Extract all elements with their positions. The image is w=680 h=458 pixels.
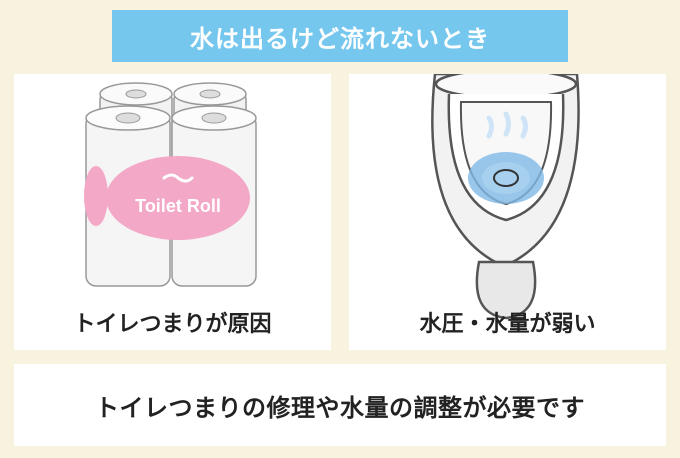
pack-label-text: Toilet Roll xyxy=(135,196,221,216)
title-banner: 水は出るけど流れないとき xyxy=(112,10,568,62)
footer-text: トイレつまりの修理や水量の調整が必要です xyxy=(95,393,585,422)
toilet-paper-pack-icon: Toilet Roll xyxy=(84,82,257,287)
panel-water-pressure: 水圧・水量が弱い xyxy=(349,74,666,350)
panel-clog-cause: Toilet Roll トイレつまりが原因 xyxy=(14,74,331,350)
footer-box: トイレつまりの修理や水量の調整が必要です xyxy=(14,364,666,446)
caption-pressure: 水圧・水量が弱い xyxy=(419,312,596,337)
title-text: 水は出るけど流れないとき xyxy=(190,24,490,53)
toilet-bowl-icon xyxy=(431,74,580,320)
caption-clog: トイレつまりが原因 xyxy=(73,312,272,337)
